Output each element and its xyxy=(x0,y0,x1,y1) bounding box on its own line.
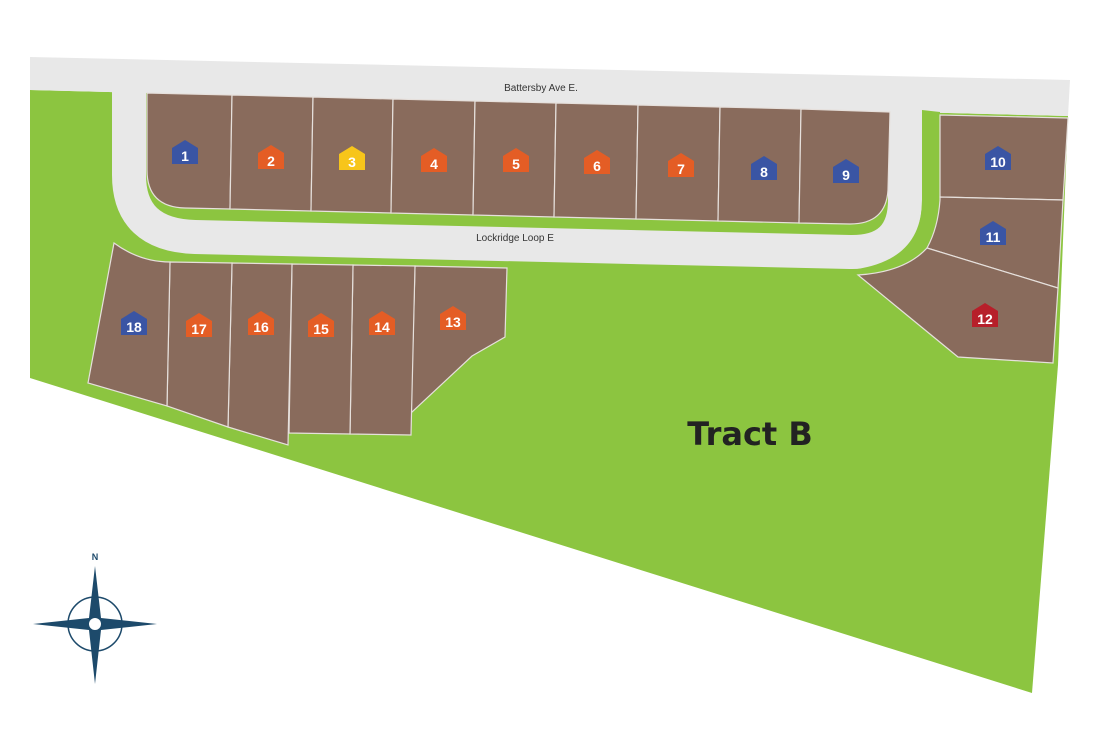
lot-3[interactable]: 3 xyxy=(310,96,394,214)
lot-6[interactable]: 6 xyxy=(553,102,639,220)
lot-number: 17 xyxy=(191,321,207,337)
lot-number: 11 xyxy=(986,229,1001,245)
house-marker-icon[interactable] xyxy=(421,148,447,172)
lot-16[interactable]: 16 xyxy=(227,262,293,446)
house-marker-icon[interactable] xyxy=(972,303,998,327)
house-marker-icon[interactable] xyxy=(369,311,395,335)
lot-number: 3 xyxy=(348,154,356,170)
house-marker-icon[interactable] xyxy=(121,311,147,335)
house-marker-icon[interactable] xyxy=(440,306,466,330)
lot-12[interactable]: 12 xyxy=(856,247,1059,364)
lot-number: 9 xyxy=(842,167,850,183)
lot-1[interactable]: 1 xyxy=(146,92,233,210)
lot-number: 7 xyxy=(677,161,685,177)
house-marker-icon[interactable] xyxy=(172,140,198,164)
lot-number: 4 xyxy=(430,156,438,172)
house-marker-icon[interactable] xyxy=(503,148,529,172)
lot-18[interactable]: 18 xyxy=(87,241,171,407)
lot-number: 15 xyxy=(313,321,329,337)
lot-parcel[interactable] xyxy=(288,263,354,435)
lot-number: 5 xyxy=(512,156,520,172)
lot-9[interactable]: 9 xyxy=(798,108,891,225)
lot-15[interactable]: 15 xyxy=(288,263,354,435)
lot-8[interactable]: 8 xyxy=(717,106,802,224)
house-marker-icon[interactable] xyxy=(751,156,777,180)
lot-14[interactable]: 14 xyxy=(349,264,416,436)
lockridge-loop-label: Lockridge Loop E xyxy=(476,233,554,244)
lot-7[interactable]: 7 xyxy=(635,104,721,222)
lot-number: 12 xyxy=(977,311,993,327)
lot-number: 2 xyxy=(267,153,275,169)
battersby-ave-label: Battersby Ave E. xyxy=(504,83,578,94)
house-marker-icon[interactable] xyxy=(980,221,1006,245)
lot-number: 13 xyxy=(445,314,461,330)
lot-number: 18 xyxy=(126,319,142,335)
compass-rose-icon: N xyxy=(33,552,157,684)
house-marker-icon[interactable] xyxy=(308,313,334,337)
house-marker-icon[interactable] xyxy=(584,150,610,174)
lot-number: 16 xyxy=(253,319,269,335)
lot-number: 1 xyxy=(181,148,189,164)
lot-11[interactable]: 11 xyxy=(926,196,1064,289)
lot-2[interactable]: 2 xyxy=(229,94,314,212)
lot-5[interactable]: 5 xyxy=(472,100,557,218)
tract-b-label: Tract B xyxy=(687,415,812,453)
lot-4[interactable]: 4 xyxy=(390,98,476,216)
lot-number: 10 xyxy=(990,154,1006,170)
lot-parcel[interactable] xyxy=(856,247,1059,364)
lot-parcel[interactable] xyxy=(227,262,293,446)
house-marker-icon[interactable] xyxy=(339,146,365,170)
green-buffer xyxy=(850,110,940,275)
house-marker-icon[interactable] xyxy=(985,146,1011,170)
lot-number: 6 xyxy=(593,158,601,174)
compass-north-label: N xyxy=(92,552,99,562)
house-marker-icon[interactable] xyxy=(258,145,284,169)
house-marker-icon[interactable] xyxy=(186,313,212,337)
lot-number: 8 xyxy=(760,164,768,180)
lot-13[interactable]: 13 xyxy=(410,265,508,415)
lot-parcel[interactable] xyxy=(349,264,416,436)
battersby-ave-road xyxy=(30,57,1070,116)
lot-parcel[interactable] xyxy=(166,261,233,428)
lot-17[interactable]: 17 xyxy=(166,261,233,428)
house-marker-icon[interactable] xyxy=(668,153,694,177)
lot-number: 14 xyxy=(374,319,390,335)
house-marker-icon[interactable] xyxy=(833,159,859,183)
lockridge-loop-road xyxy=(112,88,922,269)
house-marker-icon[interactable] xyxy=(248,311,274,335)
lot-10[interactable]: 10 xyxy=(939,114,1069,201)
